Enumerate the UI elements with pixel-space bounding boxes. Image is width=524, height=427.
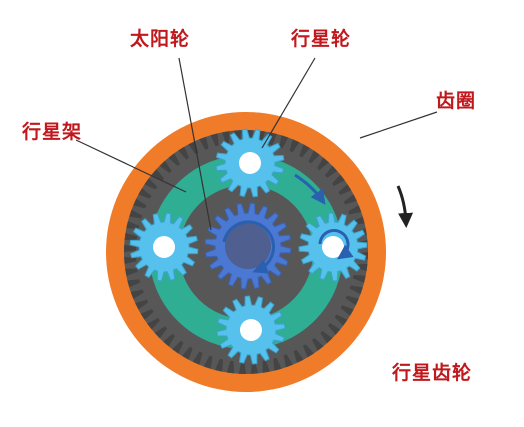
carrier-leader-line	[75, 139, 187, 193]
carrier-label: 行星架	[22, 121, 83, 143]
carrier-rotation-arrow	[294, 173, 326, 205]
planet-gear-left	[129, 212, 199, 282]
planetary-gear-label: 行星齿轮	[392, 362, 473, 384]
ring-rotation-arrow	[396, 185, 414, 228]
planet-gear-label: 行星轮	[291, 28, 352, 50]
planet-gear-right	[298, 212, 368, 282]
sun-rotation-arrow	[222, 220, 276, 274]
planet-gear-bottom	[216, 295, 286, 365]
planet-gear-bottom-bore	[240, 319, 262, 341]
ring-gear-label: 齿圈	[436, 90, 477, 112]
ring-gear-leader-line	[359, 111, 438, 139]
planet-gear-right-bore	[322, 236, 344, 258]
sun-gear-leader-line	[178, 57, 212, 231]
planet-rotation-arrow	[318, 229, 354, 260]
planet-gear-left-bore	[153, 236, 175, 258]
sun-gear-hub	[225, 223, 271, 269]
planet-gear-top	[215, 128, 285, 198]
sun-gear	[204, 202, 292, 290]
planet-gear-leader-line	[261, 57, 316, 149]
sun-gear-label: 太阳轮	[130, 28, 191, 50]
planet-gear-top-bore	[239, 152, 261, 174]
